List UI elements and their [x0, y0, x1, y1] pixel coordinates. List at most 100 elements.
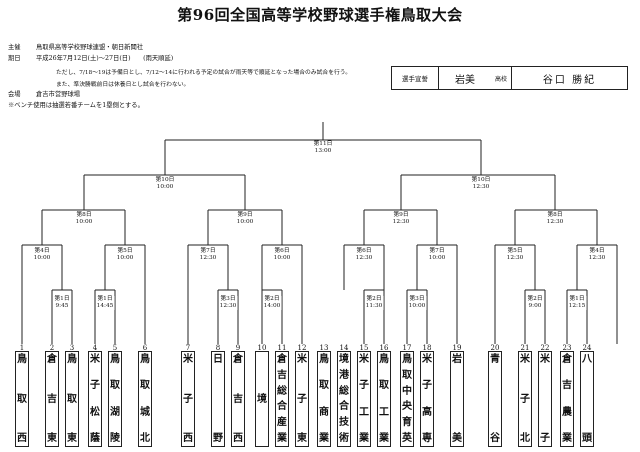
team-name-char: 倉 — [47, 354, 57, 365]
team-name-char: 子 — [520, 393, 530, 405]
page-title: 第96回全国高等学校野球選手権鳥取大会 — [177, 6, 463, 24]
team-number: 14 — [339, 344, 349, 352]
team-name-box: 米子東 — [295, 351, 309, 447]
team-name-char: 産 — [277, 417, 287, 429]
team-name-char: 東 — [297, 433, 307, 444]
team-name-box: 鳥取中央育英 — [400, 351, 414, 447]
info-venue: 会場倉吉市営野球場 — [8, 91, 81, 98]
info-note-2: また、準決勝戦前日は休養日とし試合を行わない。 — [56, 82, 190, 88]
team-name-char: 中 — [402, 385, 412, 397]
team-number: 16 — [379, 344, 389, 352]
team-number: 17 — [402, 344, 412, 352]
team-name-char: 取 — [110, 380, 120, 392]
team-name-char: 鳥 — [319, 354, 329, 365]
team-name-char: 吉 — [562, 380, 572, 392]
team-number: 3 — [69, 344, 75, 352]
team-name-char: 頭 — [582, 433, 592, 444]
info-organizer: 主催鳥取県高等学校野球連盟・朝日新聞社 — [8, 44, 144, 51]
team-name-char: 米 — [90, 354, 100, 365]
team-name-box: 境港総合技術 — [337, 351, 351, 447]
team-name-char: 日 — [213, 354, 223, 365]
team-name-box: 日野 — [211, 351, 225, 447]
team-name-char: 城 — [140, 406, 150, 418]
team-name-char: 業 — [379, 432, 389, 444]
team-name-char: 取 — [319, 380, 329, 392]
team-name-char: 鳥 — [379, 354, 389, 365]
team-name-char: 鳥 — [17, 354, 27, 365]
team-number: 4 — [92, 344, 98, 352]
team-name-box: 倉吉東 — [45, 351, 59, 447]
team-name-char: 松 — [90, 406, 100, 418]
team-number: 9 — [235, 344, 241, 352]
team-name-char: 谷 — [490, 433, 500, 444]
team-name-char: 合 — [277, 401, 287, 413]
team-name-char: 育 — [402, 417, 412, 429]
team-number: 15 — [359, 344, 369, 352]
oath-school: 岩美 — [455, 74, 475, 86]
team-name-char: 取 — [17, 393, 27, 405]
team-name-char: 陵 — [110, 432, 120, 444]
team-name-char: 蔭 — [90, 432, 100, 444]
team-name-char: 野 — [213, 433, 223, 444]
info-dates: 期日平成26年7月12日(土)～27日(日) (雨天順延) — [8, 55, 174, 62]
oath-label: 選手宣誓 — [392, 67, 439, 89]
team-name-box: 米子高専 — [420, 351, 434, 447]
team-name-char: 取 — [140, 380, 150, 392]
team-name-box: 鳥取湖陵 — [108, 351, 122, 447]
team-name-box: 米子工業 — [357, 351, 371, 447]
team-number: 2 — [49, 344, 55, 352]
team-name-char: 英 — [402, 432, 412, 444]
team-name-char: 子 — [183, 393, 193, 405]
info-note-1: ただし、7/18～19は予備日とし、7/12～14に行われる予定の試合が雨天等で… — [56, 70, 352, 76]
team-name-box: 米子 — [538, 351, 552, 447]
team-name-box: 鳥取工業 — [377, 351, 391, 447]
oath-player-name: 谷口 勝紀 — [542, 74, 597, 86]
team-number: 6 — [142, 344, 148, 352]
team-name-char: 子 — [540, 433, 550, 444]
team-name-box: 青谷 — [488, 351, 502, 447]
team-name-char: 子 — [422, 380, 432, 392]
team-name-box: 米子松蔭 — [88, 351, 102, 447]
team-name-box: 倉吉総合産業 — [275, 351, 289, 447]
team-name-char: 岩 — [452, 354, 462, 365]
team-name-char: 美 — [452, 433, 462, 444]
team-name-box: 米子北 — [518, 351, 532, 447]
team-name-box: 鳥取東 — [65, 351, 79, 447]
team-name-char: 米 — [422, 354, 432, 365]
team-name-char: 倉 — [233, 354, 243, 365]
oath-koko: 高校 — [491, 67, 512, 89]
team-name-char: 工 — [359, 406, 369, 418]
team-name-char: 西 — [233, 433, 243, 444]
team-number: 12 — [297, 344, 307, 352]
team-name-char: 子 — [90, 380, 100, 392]
team-number: 23 — [562, 344, 572, 352]
team-name-char: 専 — [422, 432, 432, 444]
team-name-char: 取 — [402, 369, 412, 381]
team-name-char: 北 — [520, 433, 530, 444]
team-name-char: 総 — [339, 385, 349, 397]
team-name-char: 農 — [562, 406, 572, 418]
team-name-char: 取 — [67, 393, 77, 405]
team-name-char: 青 — [490, 354, 500, 365]
team-name-char: 工 — [379, 406, 389, 418]
team-name-char: 東 — [47, 433, 57, 444]
team-name-char: 倉 — [562, 354, 572, 365]
team-name-char: 米 — [183, 354, 193, 365]
team-name-box: 米子西 — [181, 351, 195, 447]
team-name-char: 鳥 — [402, 354, 412, 365]
